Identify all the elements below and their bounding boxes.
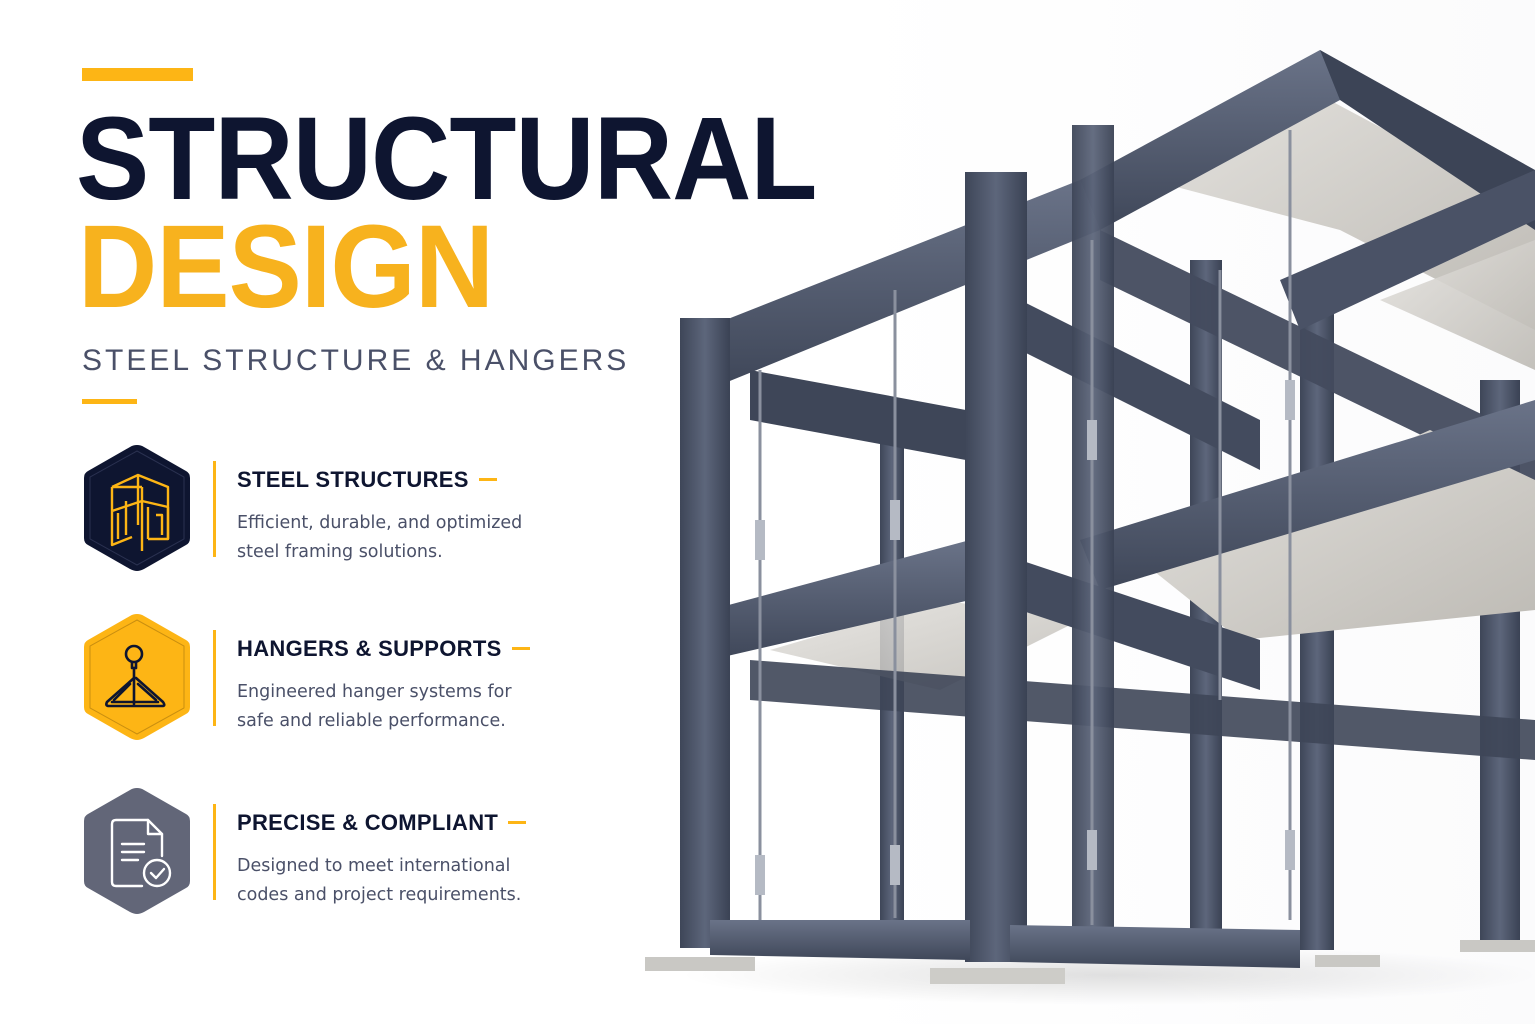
feature-divider (213, 461, 216, 557)
feature-hangers-supports: HANGERS & SUPPORTS Engineered hanger sys… (80, 612, 580, 744)
title-line-1: STRUCTURAL (76, 93, 817, 225)
title-dash (508, 820, 527, 824)
document-check-icon (84, 788, 190, 914)
feature-description: Engineered hanger systems for safe and r… (237, 682, 512, 731)
title-dash (511, 646, 530, 650)
accent-bar-divider (82, 399, 137, 404)
steel-structure-illustration (640, 0, 1535, 1024)
feature-divider (213, 804, 216, 900)
steel-frame-icon (84, 445, 190, 571)
accent-bar-top (82, 68, 193, 81)
feature-title: PRECISE & COMPLIANT (237, 810, 527, 836)
hanger-icon (84, 614, 190, 740)
feature-description: Efficient, durable, and optimized steel … (237, 513, 523, 562)
document-check-badge (82, 786, 192, 916)
feature-title: STEEL STRUCTURES (237, 467, 497, 493)
feature-divider (213, 630, 216, 726)
feature-description: Designed to meet international codes and… (237, 856, 522, 905)
feature-precise-compliant: PRECISE & COMPLIANT Designed to meet int… (80, 786, 580, 918)
title-dash (478, 477, 497, 481)
title-line-2: DESIGN (78, 201, 494, 333)
subtitle: STEEL STRUCTURE & HANGERS (82, 344, 630, 377)
feature-title: HANGERS & SUPPORTS (237, 636, 530, 662)
hanger-badge (82, 612, 192, 742)
feature-steel-structures: STEEL STRUCTURES Efficient, durable, and… (80, 443, 580, 575)
steel-frame-badge (82, 443, 192, 573)
steel-frame-structure-image (645, 50, 1535, 1005)
